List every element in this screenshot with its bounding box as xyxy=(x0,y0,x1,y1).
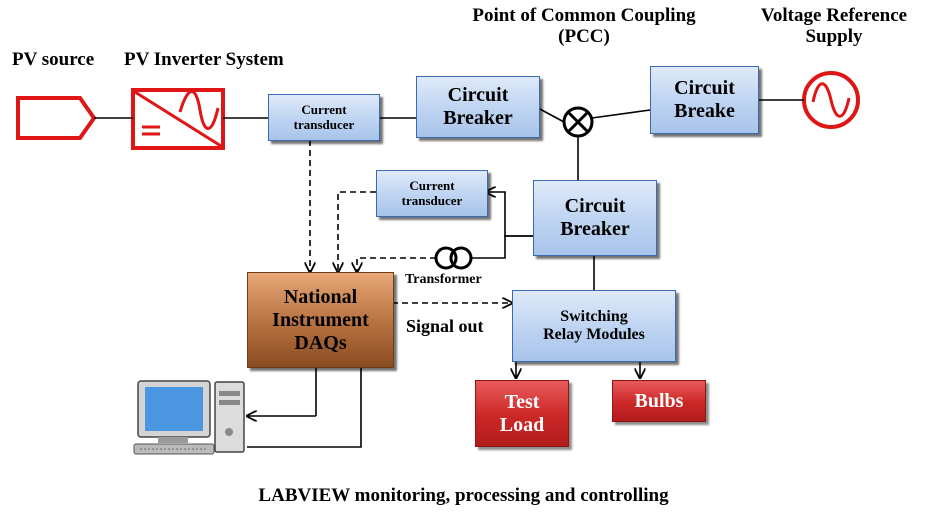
pcc-node-icon xyxy=(562,106,594,138)
circuit-breaker-1-box: Circuit Breaker xyxy=(416,76,540,138)
pcc-label: Point of Common Coupling (PCC) xyxy=(446,5,722,48)
transformer-icon xyxy=(434,246,473,270)
pv-inverter-label: PV Inverter System xyxy=(124,49,284,70)
box-line: Load xyxy=(499,413,545,436)
box-line: Breaker xyxy=(560,218,630,240)
box-line: Current xyxy=(409,177,455,193)
box-line: DAQs xyxy=(294,331,347,354)
box-line: transducer xyxy=(401,192,463,208)
daq-box: National Instrument DAQs xyxy=(247,272,394,368)
test-load-box: Test Load xyxy=(475,380,569,447)
pv-source-label: PV source xyxy=(12,49,95,70)
current-transducer-top-box: Current transducer xyxy=(268,94,380,141)
box-line: Test xyxy=(504,390,540,413)
transformer-label: Transformer xyxy=(405,272,482,287)
box-line: transducer xyxy=(293,116,355,132)
box-line: Breake xyxy=(674,100,735,122)
signal-out-label: Signal out xyxy=(406,316,484,336)
box-line: Circuit xyxy=(674,77,735,99)
box-line: Circuit xyxy=(564,195,626,217)
box-line: Current xyxy=(301,101,347,117)
box-line: Bulbs xyxy=(634,389,684,412)
ac-voltage-source-icon xyxy=(802,71,860,129)
box-line: Circuit xyxy=(447,84,509,106)
box-line: Breaker xyxy=(443,107,513,129)
box-line: Switching xyxy=(560,307,628,325)
box-line: Instrument xyxy=(272,308,369,331)
box-line: Relay Modules xyxy=(543,326,645,343)
power-lines xyxy=(94,99,804,448)
voltage-reference-label: Voltage Reference Supply xyxy=(748,5,920,48)
current-transducer-mid-box: Current transducer xyxy=(376,170,488,217)
voltage-reference-line2: Supply xyxy=(805,25,863,47)
pcc-label-line2: (PCC) xyxy=(558,25,610,47)
signal-lines xyxy=(310,140,512,303)
pv-inverter-icon xyxy=(131,88,225,150)
computer-icon xyxy=(133,380,245,455)
bulbs-box: Bulbs xyxy=(612,380,706,422)
box-line: National xyxy=(283,285,358,308)
voltage-reference-line1: Voltage Reference xyxy=(760,5,908,26)
circuit-breaker-3-box: Circuit Breaker xyxy=(533,180,657,256)
switching-relay-box: Switching Relay Modules xyxy=(512,290,676,362)
circuit-breaker-2-box: Circuit Breake xyxy=(650,66,759,134)
pv-source-icon xyxy=(16,96,97,140)
footer-caption: LABVIEW monitoring, processing and contr… xyxy=(258,485,669,506)
pcc-label-line1: Point of Common Coupling xyxy=(472,5,696,26)
